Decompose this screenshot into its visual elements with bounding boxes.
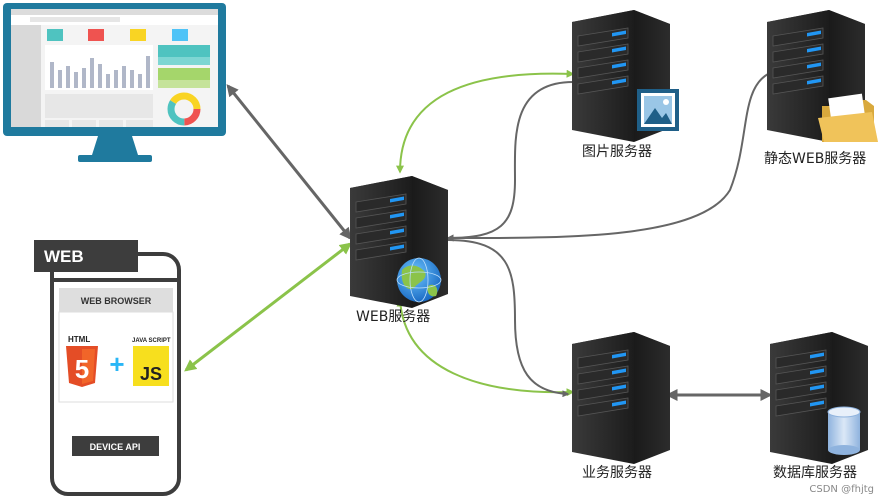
web-server-label: WEB服务器 — [356, 309, 431, 325]
html-label: HTML — [68, 335, 90, 344]
image-server-label: 图片服务器 — [582, 144, 652, 160]
arrow-web-business — [396, 298, 575, 397]
database-server-label: 数据库服务器 — [773, 465, 857, 481]
watermark: CSDN @fhjtg — [809, 484, 874, 495]
js-logo-icon — [133, 346, 169, 386]
globe-icon — [396, 257, 442, 303]
arrow-phone-web — [184, 242, 352, 372]
static-web-server — [766, 9, 878, 143]
phone-tag: WEB — [44, 247, 84, 266]
monitor-icon — [3, 3, 226, 162]
database-server — [769, 331, 869, 465]
picture-icon — [637, 89, 679, 131]
arrow-image-web — [446, 81, 574, 242]
database-cylinder-icon — [827, 406, 861, 455]
plus-sign: + — [109, 349, 124, 379]
business-server — [571, 331, 671, 465]
arrow-web-image — [396, 69, 575, 174]
web-server — [349, 175, 449, 309]
js-logo-text: JS — [140, 364, 162, 384]
device-api-label: DEVICE API — [90, 442, 141, 452]
browser-label: WEB BROWSER — [81, 296, 152, 306]
js-label: JAVA SCRIPT — [132, 338, 171, 344]
image-server — [571, 9, 679, 143]
phone-icon: WEB WEB BROWSER HTML 5 + JAVA SCRIPT JS … — [34, 240, 181, 496]
arrow-monitor-web — [226, 84, 352, 240]
arrow-web-business-gray — [447, 239, 570, 398]
business-server-label: 业务服务器 — [582, 465, 652, 481]
folder-icon — [818, 93, 878, 142]
html5-number: 5 — [75, 354, 89, 384]
arrow-static-web — [446, 73, 769, 242]
static-web-server-label: 静态WEB服务器 — [764, 151, 867, 167]
